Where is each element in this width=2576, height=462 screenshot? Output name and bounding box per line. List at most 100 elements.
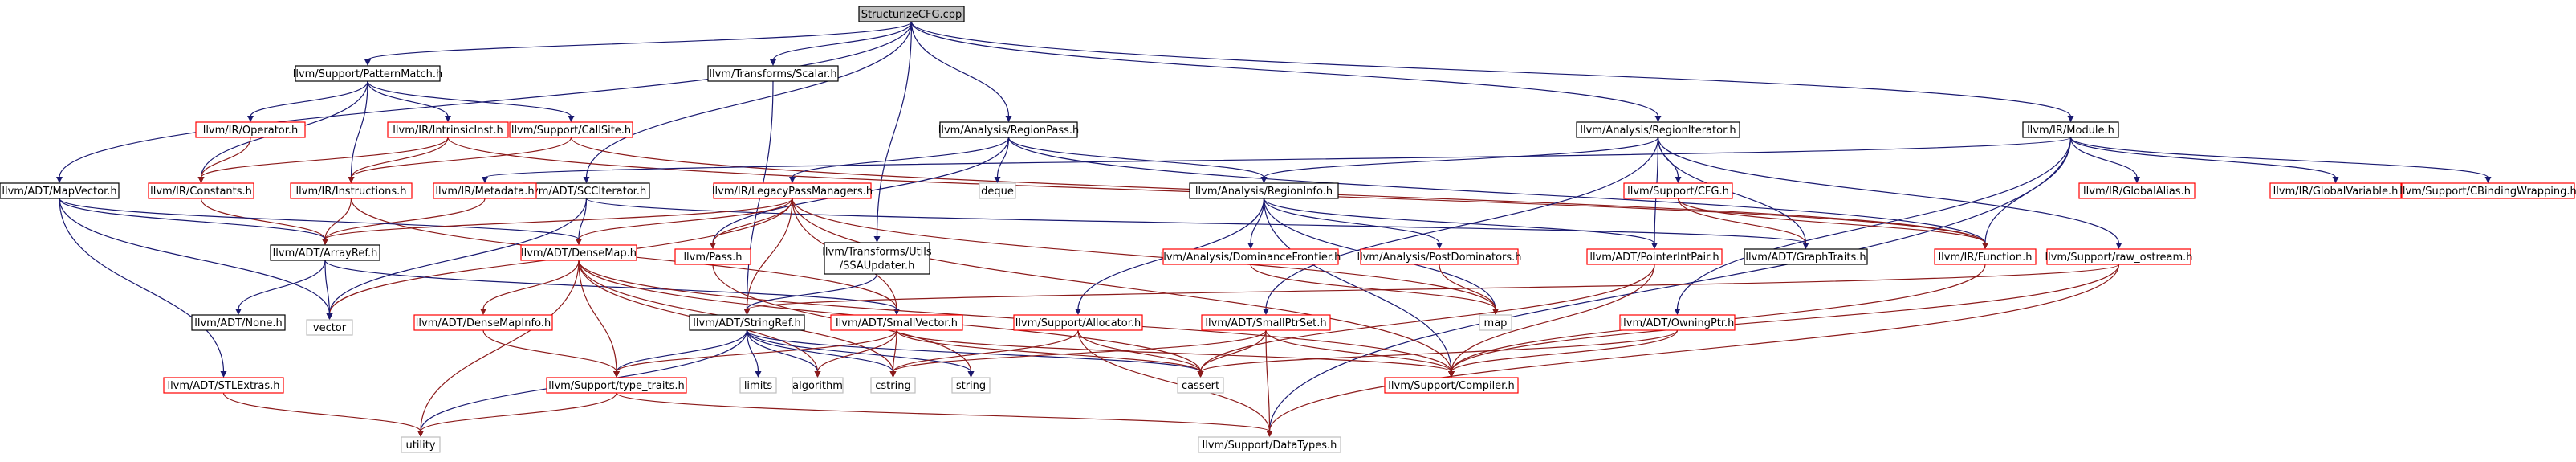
graph-node-constants[interactable]: llvm/IR/Constants.h [148, 182, 254, 199]
arrowhead-regioniterator-to-supportcfg [1675, 177, 1682, 183]
graph-node-legacypm[interactable]: llvm/IR/LegacyPassManagers.h [712, 182, 873, 199]
graph-node-allocator[interactable]: llvm/Support/Allocator.h [1013, 314, 1143, 331]
node-label: vector [313, 322, 347, 334]
graph-node-stringref[interactable]: llvm/ADT/StringRef.h [689, 314, 805, 331]
node-label: llvm/Support/CFG.h [1627, 186, 1729, 198]
graph-node-typetraits[interactable]: llvm/Support/type_traits.h [546, 377, 687, 394]
edge-smallptrset-to-compiler [1265, 329, 1452, 373]
edge-rawostream-to-stringref [746, 264, 2120, 310]
arrowhead-module-to-globalalias [2134, 177, 2140, 183]
node-label: cstring [875, 380, 910, 392]
arrowhead-patternmatch-to-callsite [568, 116, 575, 122]
graph-node-intrinsicinst[interactable]: llvm/IR/IntrinsicInst.h [387, 121, 509, 138]
edge-regionpass-to-function [1007, 137, 1986, 244]
graph-node-globalvariable[interactable]: llvm/IR/GlobalVariable.h [2269, 182, 2402, 199]
node-label: llvm/ADT/SmallVector.h [836, 317, 958, 329]
graph-node-ssaupdater[interactable]: llvm/Transforms/Utils/SSAUpdater.h [822, 242, 932, 275]
graph-node-metadata[interactable]: llvm/IR/Metadata.h [433, 182, 537, 199]
node-label: llvm/ADT/StringRef.h [693, 317, 800, 329]
graph-node-graphtraits[interactable]: llvm/ADT/GraphTraits.h [1744, 248, 1868, 265]
node-box [290, 182, 413, 199]
edge-regionpass-to-deque [996, 137, 1010, 178]
graph-node-postdom[interactable]: llvm/Analysis/PostDominators.h [1357, 248, 1522, 265]
node-label: llvm/ADT/SmallPtrSet.h [1205, 317, 1326, 329]
graph-node-cassert: cassert [1177, 377, 1224, 394]
node-box [870, 377, 916, 394]
edge-legacypm-to-map [792, 198, 1496, 310]
graph-node-operator[interactable]: llvm/IR/Operator.h [195, 121, 306, 138]
graph-node-cbinding[interactable]: llvm/Support/CBindingWrapping.h [2399, 182, 2576, 199]
node-box [2022, 121, 2119, 138]
graph-node-smallptrset[interactable]: llvm/ADT/SmallPtrSet.h [1201, 314, 1331, 331]
arrowhead-module-to-metadata [482, 177, 488, 183]
edge-pointerintpair-to-compiler [1451, 264, 1655, 373]
graph-node-regioninfo[interactable]: llvm/Analysis/RegionInfo.h [1189, 182, 1339, 199]
edge-rawostream-to-compiler [1451, 264, 2120, 373]
edge-scciterator-to-graphtraits [585, 198, 1807, 244]
node-box [1623, 182, 1733, 199]
edge-regioniterator-to-supportcfg [1657, 137, 1679, 178]
edge-regioniterator-to-rawostream [1657, 137, 2120, 244]
node-box [674, 248, 751, 265]
arrowhead-mapvector-to-stlextras [220, 371, 227, 378]
graph-node-densemap[interactable]: llvm/ADT/DenseMap.h [520, 244, 637, 261]
graph-node-owningptr[interactable]: llvm/ADT/OwningPtr.h [1619, 314, 1736, 331]
edge-smallvector-to-typetraits [616, 329, 897, 373]
edge-intrinsicinst-to-constants [200, 137, 449, 178]
edge-root-to-scalar [772, 21, 913, 61]
arrowhead-root-to-regioniterator [1654, 116, 1662, 122]
graph-node-module[interactable]: llvm/IR/Module.h [2022, 121, 2119, 138]
graph-node-none[interactable]: llvm/ADT/None.h [191, 314, 286, 331]
edge-regionpass-to-legacypm [792, 137, 1010, 178]
arrowhead-owningptr-to-cassert [1197, 371, 1204, 378]
graph-node-function[interactable]: llvm/IR/Function.h [1934, 248, 2037, 265]
graph-node-rawostream[interactable]: llvm/Support/raw_ostream.h [2045, 248, 2193, 265]
node-box [1198, 436, 1341, 453]
graph-node-instructions[interactable]: llvm/IR/Instructions.h [290, 182, 413, 199]
edge-regioniterator-to-smallptrset [1265, 137, 1659, 310]
graph-node-pass[interactable]: llvm/Pass.h [674, 248, 751, 265]
node-label: string [956, 380, 986, 392]
graph-node-scalar[interactable]: llvm/Transforms/Scalar.h [707, 65, 839, 82]
edge-operator-to-constants [200, 137, 251, 178]
node-box [713, 182, 872, 199]
edge-mapvector-to-stlextras [59, 198, 225, 373]
node-label: llvm/ADT/PointerIntPair.h [1589, 251, 1719, 264]
edge-densemap-to-utility [420, 260, 580, 432]
arrowhead-typetraits-to-datatypes [1266, 431, 1273, 437]
graph-node-scciterator[interactable]: llvm/ADT/SCCIterator.h [523, 182, 650, 199]
edge-stringref-to-algorithm [746, 329, 819, 373]
arrowhead-regioniterator-to-regioninfo [1260, 177, 1268, 183]
node-box [1576, 121, 1740, 138]
graph-node-pointerintpair[interactable]: llvm/ADT/PointerIntPair.h [1586, 248, 1723, 265]
graph-node-callsite[interactable]: llvm/Support/CallSite.h [509, 121, 633, 138]
graph-node-datatypes: llvm/Support/DataTypes.h [1198, 436, 1341, 453]
node-box [830, 314, 963, 331]
edge-regioninfo-to-pointerintpair [1263, 198, 1655, 244]
graph-node-densemapinfo[interactable]: llvm/ADT/DenseMapInfo.h [413, 314, 553, 331]
graph-node-regionpass[interactable]: llvm/Analysis/RegionPass.h [938, 121, 1080, 138]
node-label: llvm/Analysis/RegionIterator.h [1580, 125, 1736, 137]
edge-smallvector-to-cassert [896, 329, 1202, 373]
graph-node-arrayref[interactable]: llvm/ADT/ArrayRef.h [270, 244, 380, 261]
edge-typetraits-to-utility [420, 392, 617, 432]
node-label: llvm/Analysis/RegionInfo.h [1195, 186, 1333, 198]
graph-node-compiler[interactable]: llvm/Support/Compiler.h [1384, 377, 1519, 394]
graph-node-patternmatch[interactable]: llvm/Support/PatternMatch.h [293, 65, 443, 82]
edge-mapvector-to-arrayref [59, 198, 326, 240]
graph-node-mapvector[interactable]: llvm/ADT/MapVector.h [0, 182, 120, 199]
graph-node-smallvector[interactable]: llvm/ADT/SmallVector.h [830, 314, 963, 331]
node-label: llvm/IR/GlobalVariable.h [2273, 186, 2399, 198]
graph-node-domfrontier[interactable]: llvm/Analysis/DominanceFrontier.h [1161, 248, 1341, 265]
graph-node-supportcfg[interactable]: llvm/Support/CFG.h [1623, 182, 1733, 199]
graph-node-stlextras[interactable]: llvm/ADT/STLExtras.h [163, 377, 284, 394]
edge-arrayref-to-none [238, 260, 326, 310]
node-box [792, 377, 844, 394]
graph-node-regioniterator[interactable]: llvm/Analysis/RegionIterator.h [1576, 121, 1740, 138]
edge-densemapinfo-to-typetraits [482, 329, 617, 373]
graph-node-utility: utility [401, 436, 441, 453]
edge-typetraits-to-datatypes [616, 392, 1271, 432]
arrowhead-regionpass-to-legacypm [789, 177, 796, 183]
graph-node-globalalias[interactable]: llvm/IR/GlobalAlias.h [2078, 182, 2196, 199]
node-box [2078, 182, 2196, 199]
